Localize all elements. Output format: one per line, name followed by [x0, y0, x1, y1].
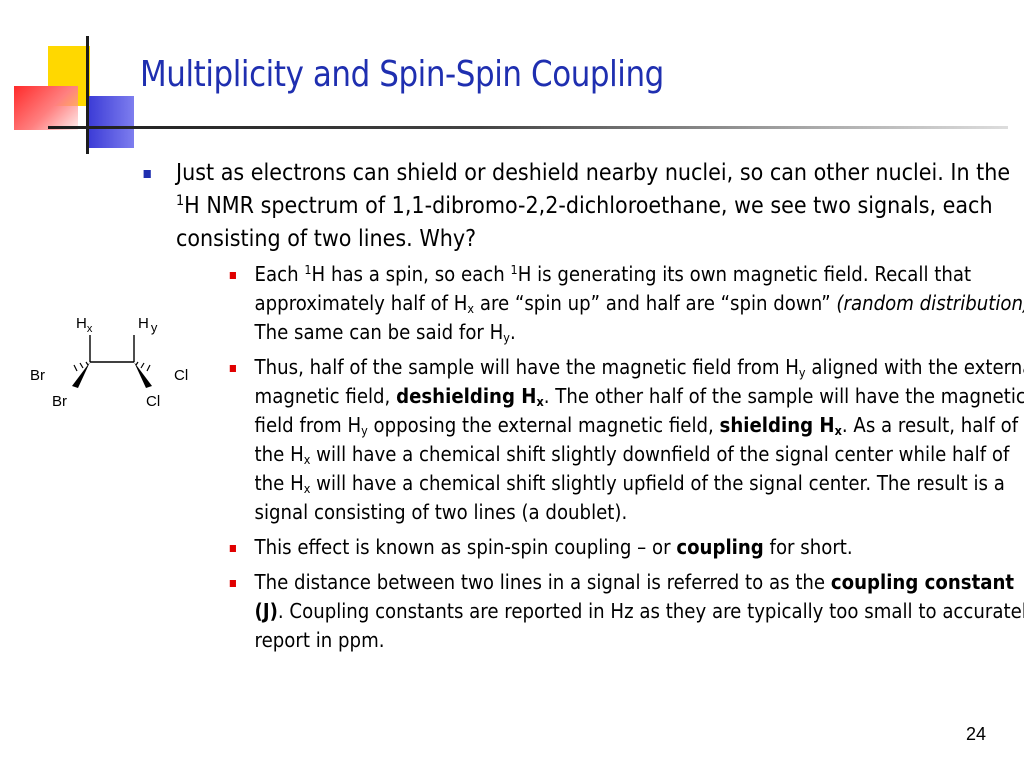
molecule-h-left: Hx — [76, 315, 93, 335]
square-bullet-icon — [229, 272, 236, 279]
title-underline — [48, 126, 1008, 129]
molecule-br-lower: Br — [52, 393, 67, 410]
molecule-cl-lower: Cl — [146, 393, 160, 410]
decor-blue-square-overlay — [88, 96, 134, 148]
sub-bullet-coupling: This effect is known as spin-spin coupli… — [228, 533, 1024, 562]
sub-bullet-coupling-constant: The distance between two lines in a sign… — [228, 568, 1024, 655]
slide-title: Multiplicity and Spin-Spin Coupling — [140, 54, 664, 95]
main-bullet: Just as electrons can shield or deshield… — [140, 157, 1024, 256]
molecule-cl-upper: Cl — [174, 367, 188, 384]
sub-bullet-spin: Each 1H has a spin, so each 1H is genera… — [228, 260, 1024, 347]
sub-bullet-list: Each 1H has a spin, so each 1H is genera… — [228, 260, 1024, 655]
square-bullet-icon — [143, 170, 151, 178]
wedge-bond-right — [134, 362, 152, 388]
wedge-bond-left — [72, 362, 90, 388]
decor-vertical-line — [86, 36, 89, 154]
square-bullet-icon — [229, 365, 236, 372]
molecule-br-upper: Br — [30, 367, 45, 384]
square-bullet-icon — [229, 580, 236, 587]
decor-red-square — [14, 86, 78, 130]
slide-body: Just as electrons can shield or deshield… — [140, 157, 1024, 661]
sub-bullet-shielding: Thus, half of the sample will have the m… — [228, 353, 1024, 527]
page-number: 24 — [966, 724, 987, 744]
hashed-bond-right — [135, 361, 151, 372]
hashed-bond-left — [73, 361, 89, 372]
square-bullet-icon — [229, 545, 236, 552]
